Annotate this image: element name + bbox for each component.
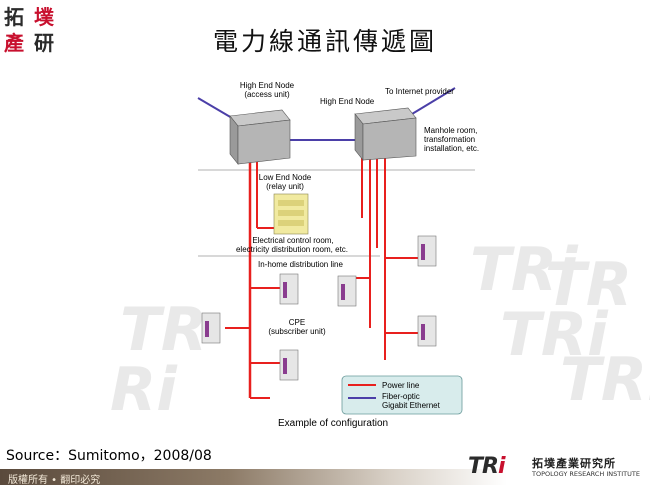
brand-mark: TRi (468, 454, 505, 479)
legend-label-fiber: Gigabit Ethernet (382, 401, 440, 410)
label-access-unit: (access unit) (244, 90, 290, 99)
label-electrical-room: electricity distribution room, etc. (235, 245, 349, 254)
high-end-node-box (229, 109, 291, 165)
logo-char: 產 (4, 31, 24, 54)
copyright-text: 版權所有 • 翻印必究 (8, 475, 101, 486)
label-internet-provider: To Internet provider (385, 87, 454, 96)
footer-bar (0, 469, 650, 485)
page-title: 電力線通訊傳遞圖 (212, 27, 437, 56)
label-inhome-line: In-home distribution line (258, 260, 343, 269)
diagram-graphic (197, 87, 475, 415)
logo-char: 研 (34, 31, 54, 54)
cpe-unit (279, 273, 299, 305)
brand-logo: TRi 拓墣產業研究所 TOPOLOGY RESEARCH INSTITUTE (468, 454, 648, 484)
legend (341, 375, 463, 415)
label-cpe: CPE (288, 318, 306, 327)
brand-name-en: TOPOLOGY RESEARCH INSTITUTE (532, 470, 640, 478)
fiber-line (411, 87, 456, 115)
label-manhole: Manhole room, (424, 126, 478, 135)
label-high-end-node: High End Node (239, 81, 295, 90)
cpe-unit (201, 312, 221, 344)
logo-char: 拓 (4, 5, 24, 29)
company-logo: 拓 墣 產 研 (2, 2, 66, 54)
watermark-logo: TRi (560, 345, 650, 415)
label-manhole: installation, etc. (424, 144, 480, 153)
label-low-end-node: Low End Node (258, 173, 312, 182)
fiber-line (197, 97, 233, 119)
cpe-unit (337, 275, 357, 307)
brand-name-cn: 拓墣產業研究所 (532, 457, 616, 470)
label-electrical-room: Electrical control room, (252, 236, 334, 245)
label-relay-unit: (relay unit) (266, 182, 304, 191)
legend-label-power: Power line (382, 381, 420, 390)
cpe-unit (417, 315, 437, 347)
cpe-unit (279, 349, 299, 381)
watermark-logo: TRi (500, 300, 608, 370)
watermark-logo: TR (545, 250, 633, 320)
plc-diagram: High End Node (access unit) High End Nod… (190, 78, 490, 438)
relay-unit-box (273, 193, 309, 235)
logo-char: 墣 (34, 5, 55, 29)
label-subscriber-unit: (subscriber unit) (268, 327, 326, 336)
diagram-caption: Example of configuration (278, 418, 389, 429)
high-end-node-box (354, 107, 417, 161)
cpe-unit (417, 235, 437, 267)
source-text: Source：Sumitomo，2008/08 (6, 448, 212, 464)
label-manhole: transformation (424, 135, 476, 144)
legend-label-fiber: Fiber-optic (382, 392, 420, 401)
watermark-logo: Ri (110, 355, 177, 425)
label-high-end-node: High End Node (320, 97, 375, 106)
